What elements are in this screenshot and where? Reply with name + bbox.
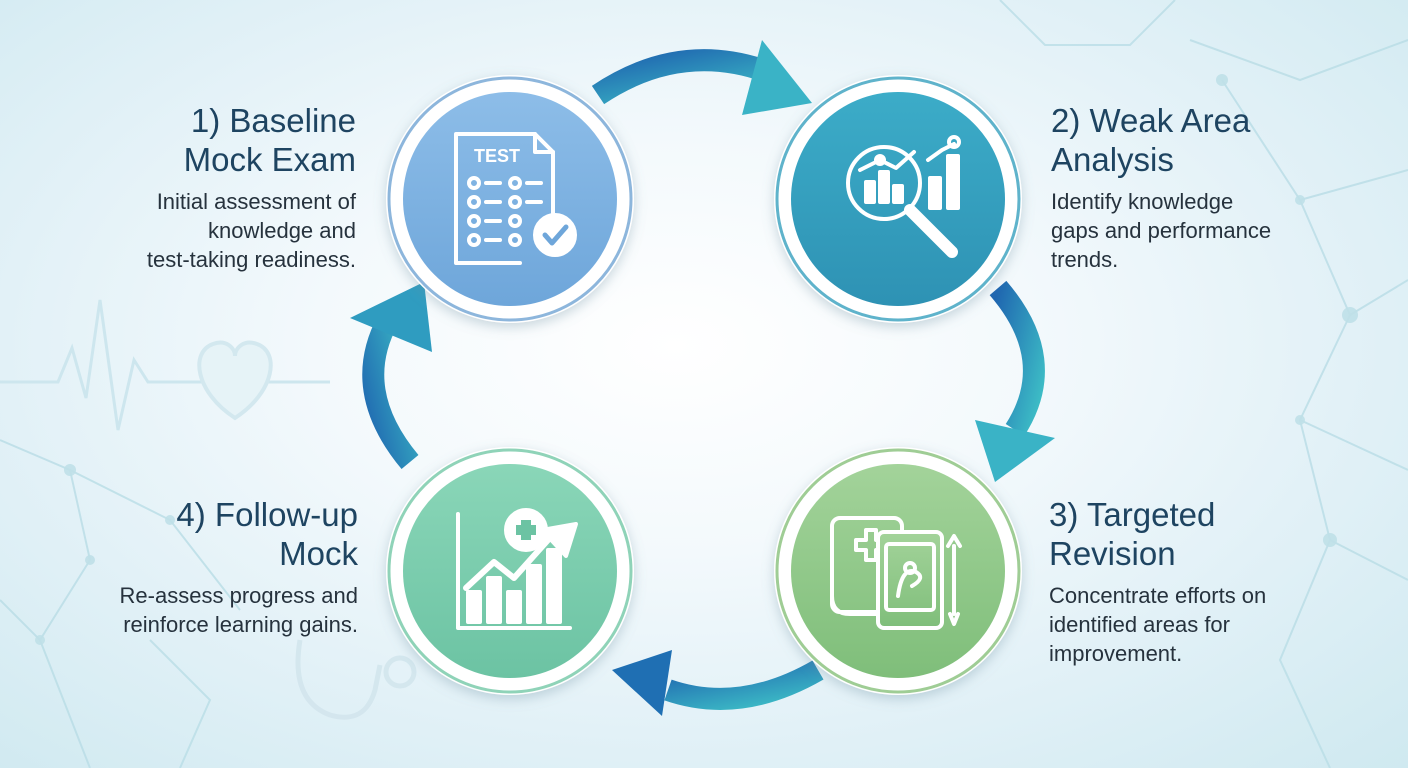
step-1-title: 1) Baseline Mock Exam xyxy=(56,101,356,179)
magnifier-chart-icon xyxy=(846,135,961,258)
step-4-circle xyxy=(386,447,634,695)
step-2-title: 2) Weak Area Analysis xyxy=(1051,101,1371,179)
step-2-desc-line: gaps and performance xyxy=(1051,218,1272,243)
step-4-desc-line: Re-assess progress and xyxy=(119,583,358,608)
test-icon-label: TEST xyxy=(474,146,520,166)
heartbeat-line xyxy=(0,299,330,431)
step-3-description: Concentrate efforts on identified areas … xyxy=(1049,581,1369,668)
step-1-desc-line: knowledge and xyxy=(207,218,356,243)
step-4-text: 4) Follow-up Mock Re-assess progress and… xyxy=(38,495,358,639)
step-1-desc-line: Initial assessment of xyxy=(156,189,356,214)
step-1-text: 1) Baseline Mock Exam Initial assessment… xyxy=(56,101,356,274)
arrow-2-to-3 xyxy=(975,280,1055,482)
step-3-title-line: 3) Targeted xyxy=(1049,496,1216,533)
step-3-text: 3) Targeted Revision Concentrate efforts… xyxy=(1049,495,1369,668)
step-3-title: 3) Targeted Revision xyxy=(1049,495,1369,573)
network-nodes xyxy=(35,74,1358,645)
step-3-desc-line: Concentrate efforts on xyxy=(1049,583,1267,608)
step-2-desc-line: Identify knowledge xyxy=(1051,189,1234,214)
step-1-title-line: Mock Exam xyxy=(183,141,356,178)
step-4-title-line: Mock xyxy=(279,535,358,572)
step-4-desc-line: reinforce learning gains. xyxy=(123,612,358,637)
step-2-circle xyxy=(774,75,1022,323)
growth-chart-plus-icon xyxy=(456,508,578,630)
step-3-circle xyxy=(774,447,1022,695)
test-paper-checkmark-icon xyxy=(454,132,577,265)
step-2-description: Identify knowledge gaps and performance … xyxy=(1051,187,1371,274)
step-4-title: 4) Follow-up Mock xyxy=(38,495,358,573)
step-1-title-line: 1) Baseline xyxy=(190,102,356,139)
arrow-1-to-2 xyxy=(591,40,812,115)
step-1-desc-line: test-taking readiness. xyxy=(146,247,356,272)
arrow-3-to-4 xyxy=(612,650,824,716)
arrow-4-to-1 xyxy=(350,282,432,470)
step-3-title-line: Revision xyxy=(1049,535,1176,572)
step-2-desc-line: trends. xyxy=(1051,247,1119,272)
step-3-desc-line: improvement. xyxy=(1049,641,1183,666)
stethoscope-icon xyxy=(295,639,417,720)
step-1-circle: TEST xyxy=(386,75,634,323)
step-2-title-line: Analysis xyxy=(1051,141,1174,178)
step-1-description: Initial assessment of knowledge and test… xyxy=(56,187,356,274)
step-2-title-line: 2) Weak Area xyxy=(1051,102,1251,139)
books-tablet-icon xyxy=(830,516,962,630)
step-2-text: 2) Weak Area Analysis Identify knowledge… xyxy=(1051,101,1371,274)
heart-outline-icon xyxy=(197,340,273,421)
step-4-title-line: 4) Follow-up xyxy=(176,496,358,533)
step-4-description: Re-assess progress and reinforce learnin… xyxy=(38,581,358,639)
step-3-desc-line: identified areas for xyxy=(1049,612,1230,637)
